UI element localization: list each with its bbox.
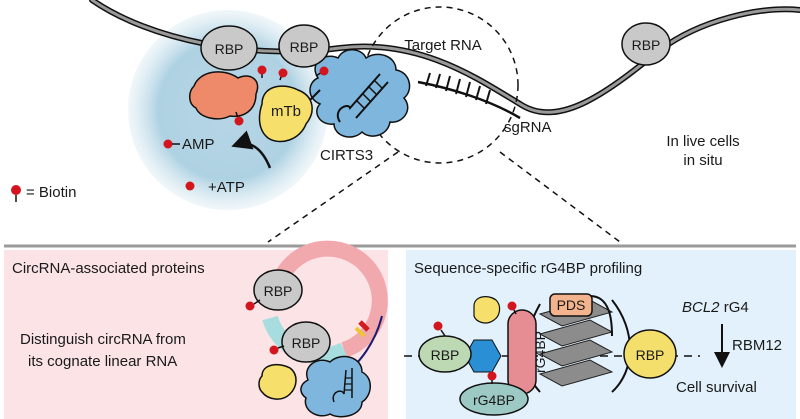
zoom-line-right	[499, 151, 621, 243]
rg4-suffix: rG4	[720, 299, 749, 316]
circ-cirts	[300, 355, 371, 418]
rg4bp-pink-label: rG4BP	[532, 331, 548, 373]
zoom-line-left	[267, 151, 399, 243]
live-cells-line2: in situ	[683, 152, 722, 169]
rbp-top-3-label: RBP	[632, 37, 661, 53]
rbp-yellow	[623, 329, 677, 379]
sgrna-hatch	[425, 72, 491, 105]
left-panel: CircRNA-associated proteins Distinguish …	[4, 240, 388, 419]
top-panel: RBP RBP RBP mTb AMP +ATP = Biotin Target…	[11, 0, 800, 243]
rbm12-label: RBM12	[732, 337, 782, 354]
orange-protein	[189, 71, 259, 120]
rbp-top-2-label: RBP	[290, 39, 319, 55]
hairpin-rungs	[355, 79, 383, 109]
circ-hairpin-a	[332, 369, 347, 403]
biotin-top-4	[234, 111, 244, 126]
live-cells-line1: In live cells	[666, 133, 739, 150]
circ-hairpin-rungs	[345, 377, 352, 391]
mtb-enzyme	[258, 85, 313, 143]
left-panel-desc-2: its cognate linear RNA	[28, 353, 177, 370]
rg4bp-teal	[459, 382, 529, 416]
rbp-top-1	[200, 25, 258, 71]
hairpin-loop	[336, 73, 381, 123]
bcl2-gene: BCL2	[682, 299, 720, 316]
biotin-legend-label: = Biotin	[26, 184, 76, 201]
target-rna-label: Target RNA	[404, 37, 482, 54]
circrna-ring-pink	[274, 240, 388, 358]
rg4-mtb	[473, 296, 501, 324]
circ-rbp-2-label: RBP	[292, 335, 321, 351]
circ-biotin-2	[269, 345, 285, 355]
rbp-top-1-label: RBP	[215, 41, 244, 57]
right-panel: Sequence-specific rG4BP profiling PDS rG…	[404, 250, 796, 419]
bcl2-rg4-label: BCL2 rG4	[682, 299, 749, 316]
atp-label: +ATP	[208, 179, 245, 196]
circ-rbp-1-label: RBP	[264, 283, 293, 299]
circ-mtb	[258, 363, 297, 400]
right-panel-title: Sequence-specific rG4BP profiling	[414, 260, 642, 277]
rg4bp-teal-label: rG4BP	[473, 392, 515, 408]
backsplice-junction-yellow	[354, 326, 366, 338]
rg4-biotin-2	[507, 301, 517, 315]
rbp-green-label: RBP	[431, 347, 460, 363]
pds-label: PDS	[557, 297, 586, 313]
circ-rbp-2	[281, 321, 331, 363]
biotin-amp	[163, 139, 180, 149]
cirts3-label: CIRTS3	[320, 147, 373, 164]
sgrna-label: sgRNA	[504, 119, 552, 136]
biotin-top-2	[278, 68, 288, 81]
circ-rbp-1	[253, 269, 303, 311]
sgrna-strand	[417, 80, 521, 120]
biotin-atp	[185, 181, 195, 191]
rg4-biotin-3	[487, 371, 497, 384]
rg4-biotin-1	[433, 321, 446, 337]
circ-biotin-1	[245, 299, 261, 311]
amp-label: AMP	[182, 136, 215, 153]
rbp-top-2	[278, 24, 330, 68]
cirts3-protein	[309, 49, 411, 138]
biotin-top-3	[315, 66, 329, 77]
hairpin-stem	[355, 81, 389, 119]
cell-survival-label: Cell survival	[676, 379, 757, 396]
mtb-label: mTb	[271, 103, 301, 120]
biotin-legend-icon	[11, 185, 21, 202]
pds-ligand	[549, 293, 593, 317]
rbp-top-3	[621, 22, 671, 66]
left-panel-desc-1: Distinguish circRNA from	[20, 331, 186, 348]
backsplice-junction-red	[358, 320, 370, 332]
left-panel-title: CircRNA-associated proteins	[12, 260, 205, 277]
rbp-yellow-label: RBP	[636, 347, 665, 363]
reaction-arrow	[231, 130, 272, 169]
biotin-top-1	[257, 65, 267, 78]
